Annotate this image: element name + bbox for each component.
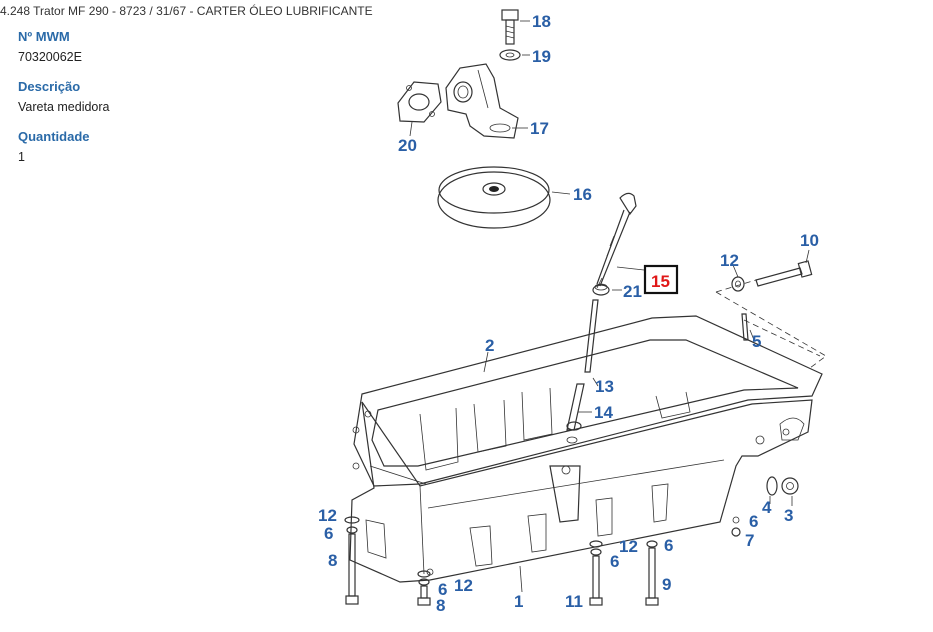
strainer-part-16[interactable] bbox=[437, 166, 551, 229]
callout-21[interactable]: 21 bbox=[623, 282, 642, 301]
callout-13[interactable]: 13 bbox=[595, 377, 614, 396]
callout-6-right[interactable]: 6 bbox=[749, 512, 758, 531]
screw-part-7[interactable] bbox=[731, 516, 741, 537]
grommet-part-21[interactable] bbox=[592, 283, 610, 296]
callout-2[interactable]: 2 bbox=[485, 336, 494, 355]
washer-part-12-top[interactable] bbox=[731, 276, 745, 292]
callout-5[interactable]: 5 bbox=[752, 332, 761, 351]
pan-gasket-part-2[interactable] bbox=[353, 315, 823, 487]
mwm-number-value: 70320062E bbox=[18, 50, 82, 64]
stud-part-5[interactable] bbox=[741, 313, 749, 341]
oil-sump-part-1[interactable] bbox=[349, 387, 813, 583]
callout-6-bottom[interactable]: 6 bbox=[438, 580, 447, 599]
callout-10[interactable]: 10 bbox=[800, 231, 819, 250]
callout-8-left[interactable]: 8 bbox=[328, 551, 337, 570]
callout-20[interactable]: 20 bbox=[398, 136, 417, 155]
guide-tube-part-13[interactable] bbox=[584, 299, 599, 373]
bolt-part-8-left[interactable] bbox=[344, 516, 360, 605]
callout-12-top[interactable]: 12 bbox=[720, 251, 739, 270]
gasket-part-20[interactable] bbox=[397, 81, 442, 123]
callout-17[interactable]: 17 bbox=[530, 119, 549, 138]
washer-part-19[interactable] bbox=[499, 49, 521, 61]
callout-7[interactable]: 7 bbox=[745, 531, 754, 550]
page-title: 4.248 Trator MF 290 - 8723 / 31/67 - CAR… bbox=[0, 4, 373, 18]
callout-18[interactable]: 18 bbox=[532, 12, 551, 31]
quantity-label: Quantidade bbox=[18, 129, 90, 144]
callout-16[interactable]: 16 bbox=[573, 185, 592, 204]
mwm-number-label: Nº MWM bbox=[18, 29, 70, 44]
callout-6-center[interactable]: 6 bbox=[610, 552, 619, 571]
callout-3[interactable]: 3 bbox=[784, 506, 793, 525]
description-value: Vareta medidora bbox=[18, 100, 110, 114]
washer-part-4[interactable] bbox=[766, 476, 778, 496]
bolt-part-9[interactable] bbox=[645, 540, 659, 606]
callout-6-left[interactable]: 6 bbox=[324, 524, 333, 543]
bolt-part-10[interactable] bbox=[755, 260, 813, 287]
callout-12-bottom[interactable]: 12 bbox=[454, 576, 473, 595]
callout-11[interactable]: 11 bbox=[565, 592, 583, 611]
selected-callout-box bbox=[643, 264, 679, 295]
drain-plug-part-3[interactable] bbox=[781, 477, 799, 495]
quantity-value: 1 bbox=[18, 150, 25, 164]
description-label: Descrição bbox=[18, 79, 81, 94]
callout-6-right-bottom[interactable]: 6 bbox=[664, 536, 673, 555]
bolt-part-8-bottom[interactable] bbox=[417, 570, 431, 606]
dipstick-part-15[interactable] bbox=[596, 192, 637, 289]
bolt-part-11[interactable] bbox=[589, 540, 603, 606]
elbow-part-17[interactable] bbox=[445, 63, 519, 139]
callout-12-left[interactable]: 12 bbox=[318, 506, 337, 525]
callout-4[interactable]: 4 bbox=[762, 498, 772, 517]
callout-1[interactable]: 1 bbox=[514, 592, 523, 611]
callout-14[interactable]: 14 bbox=[594, 403, 613, 422]
callout-15-selected[interactable]: 15 bbox=[651, 272, 670, 291]
callout-19[interactable]: 19 bbox=[532, 47, 551, 66]
callout-9[interactable]: 9 bbox=[662, 575, 671, 594]
callout-8-bottom[interactable]: 8 bbox=[436, 596, 445, 615]
tube-part-14[interactable] bbox=[566, 383, 585, 444]
bolt-part-18[interactable] bbox=[501, 9, 519, 45]
callout-12-center[interactable]: 12 bbox=[619, 537, 638, 556]
